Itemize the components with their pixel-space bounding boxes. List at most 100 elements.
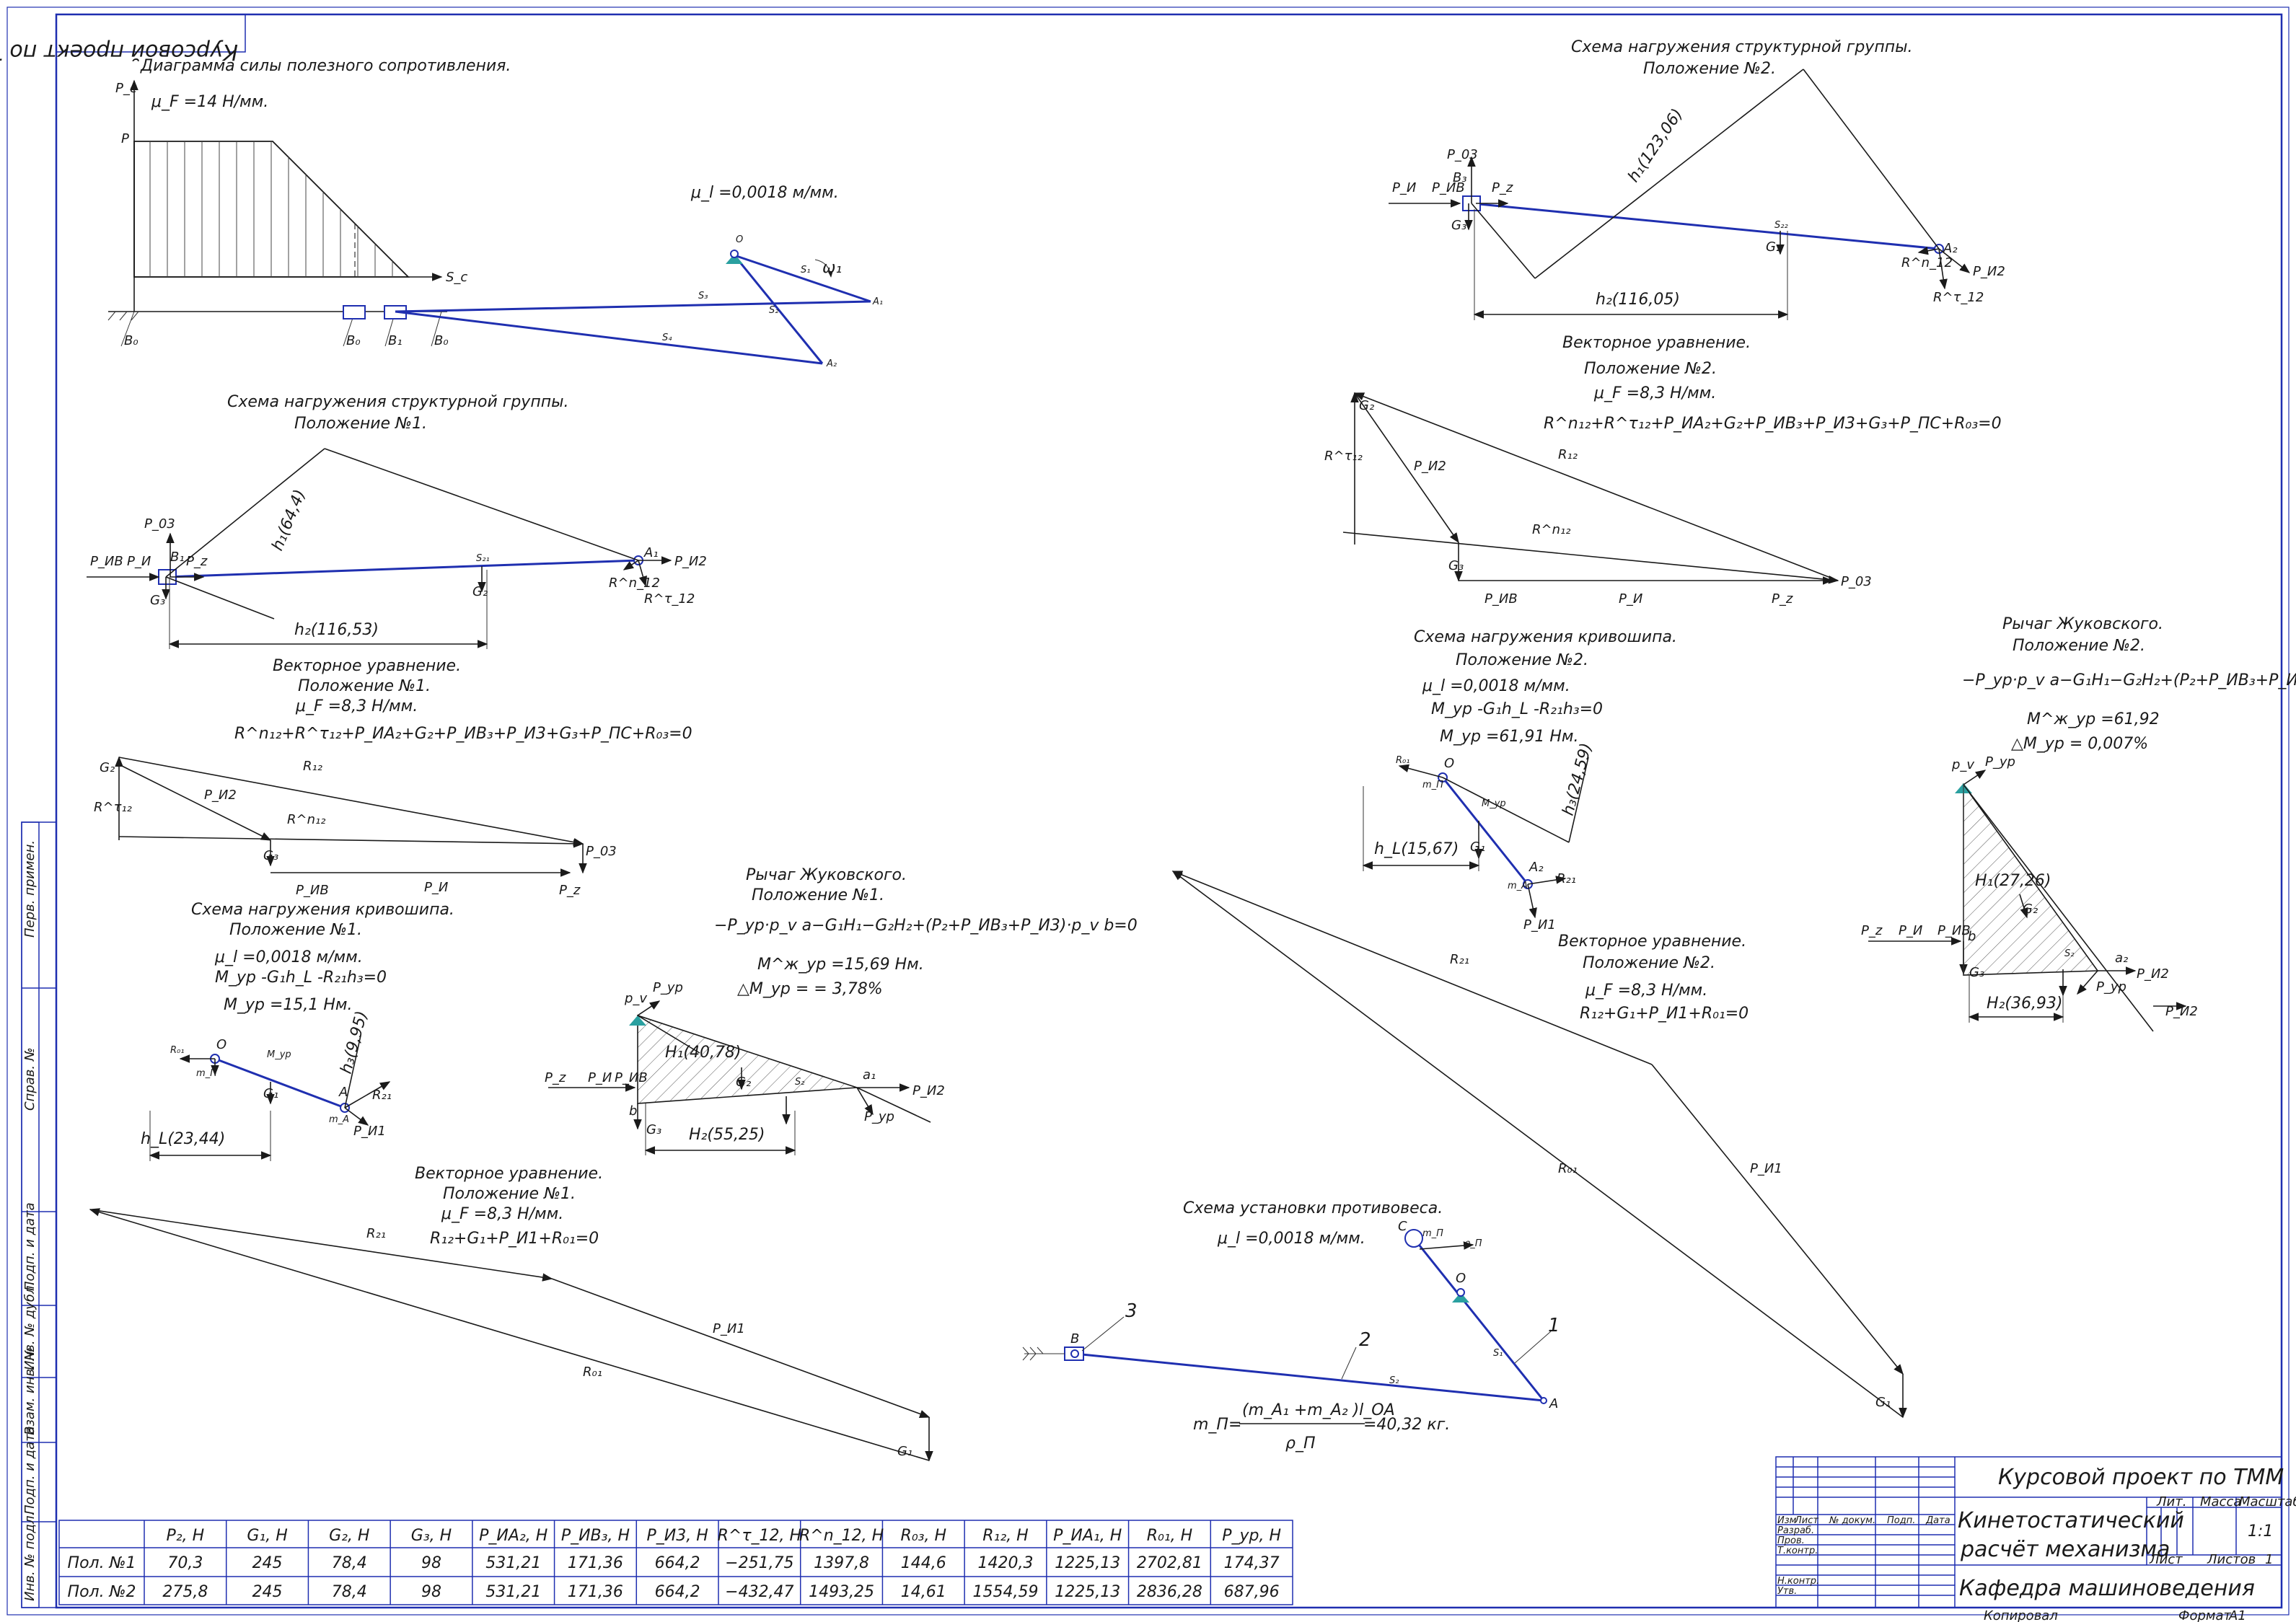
- schema1-title: Схема нагружения структурной группы.: [227, 393, 568, 411]
- vector2-mu: μ_F =8,3 Н/мм.: [1593, 384, 1716, 402]
- lever-2: Рычаг Жуковского. Положение №2. −P_ур·p_…: [1861, 615, 2296, 1032]
- table-cell: 687,96: [1224, 1583, 1280, 1601]
- tb-sheet: Лист: [2149, 1552, 2183, 1567]
- vector2-lbl-r12: R₁₂: [1558, 447, 1578, 462]
- table-cell: 78,4: [332, 1583, 367, 1601]
- counterweight-title: Схема установки противовеса.: [1183, 1199, 1443, 1217]
- lever1-lbl-pi2: P_И2: [912, 1083, 945, 1098]
- vector2b-subtitle: Положение №2.: [1583, 954, 1715, 972]
- top-stamp-text: Курсовой проект по ТММ: [0, 39, 238, 64]
- vector2b-eq: R₁₂+G₁+P_И1+R₀₁=0: [1580, 1005, 1749, 1023]
- table-header-cell: R₀₁, Н: [1147, 1527, 1192, 1545]
- schema2-lbl-pz: P_z: [1492, 180, 1513, 195]
- crank2-lbl-r01: R₀₁: [1396, 755, 1409, 766]
- schema1-lbl-g3: G₃: [150, 593, 165, 608]
- table-cell: 174,37: [1224, 1554, 1280, 1572]
- counterweight-lbl-3: 3: [1125, 1300, 1138, 1322]
- tb-mass: Масса: [2200, 1494, 2241, 1509]
- force-axis-p: P_c: [115, 81, 137, 96]
- vector1b-lbl-r01: R₀₁: [583, 1365, 602, 1380]
- vector2b-lbl-pi1: P_И1: [1750, 1161, 1782, 1176]
- crank1-lbl-g1: G₁: [263, 1086, 278, 1101]
- table-cell: 98: [421, 1554, 441, 1572]
- table-cell: 245: [252, 1583, 283, 1601]
- lever2-lbl-a2: a₂: [2115, 951, 2128, 966]
- tb-lit: Лит.: [2156, 1494, 2186, 1509]
- counterweight-formula-lhs: m_П=: [1193, 1416, 1241, 1434]
- crank1-lbl-o: O: [216, 1037, 226, 1052]
- crank1-hl: h_L(23,44): [141, 1130, 225, 1148]
- table-cell: 531,21: [485, 1554, 541, 1572]
- table-header-cell: G₃, Н: [411, 1527, 452, 1545]
- counterweight-lbl-s1: S₁: [1493, 1348, 1503, 1359]
- lever2-lbl-pur: P_ур: [1985, 754, 2015, 770]
- tb-role-2: Т.контр.: [1777, 1546, 1818, 1556]
- tb-sheets-value: 1: [2265, 1552, 2273, 1567]
- crank-1: Схема нагружения кривошипа. Положение №1…: [141, 901, 454, 1161]
- schema-1: Схема нагружения структурной группы. Пол…: [87, 393, 707, 649]
- table-header-cell: P₂, Н: [167, 1527, 205, 1545]
- crank1-lbl-ma: m_A: [329, 1114, 349, 1125]
- lever-1: Рычаг Жуковского. Положение №1. −P_ур·p_…: [545, 866, 1138, 1155]
- table-header-cell: R₀₃, Н: [901, 1527, 946, 1545]
- lever2-delta: △M_ур = 0,007%: [2011, 735, 2148, 753]
- schema2-lbl-a2: A₂: [1943, 241, 1958, 256]
- vector2b-lbl-g1: G₁: [1875, 1395, 1891, 1410]
- table-cell: 1493,25: [809, 1583, 874, 1601]
- table-cell: −251,75: [725, 1554, 793, 1572]
- crank2-lbl-g1: G₁: [1470, 839, 1485, 855]
- vector1-lbl-pz: P_z: [559, 883, 581, 898]
- vector-2: Векторное уравнение. Положение №2. μ_F =…: [1324, 334, 2002, 607]
- counterweight-lbl-b: B: [1070, 1331, 1079, 1346]
- table-cell: 1554,59: [973, 1583, 1039, 1601]
- counterweight-formula-rhs: =40,32 кг.: [1363, 1416, 1450, 1434]
- schema-2: Схема нагружения структурной группы. Пол…: [1389, 38, 2005, 320]
- lever1-lbl-b: b: [629, 1103, 637, 1119]
- vector2-title: Векторное уравнение.: [1562, 334, 1751, 352]
- lever1-lbl-g2: G₂: [736, 1075, 751, 1090]
- table-row-label: Пол. №1: [68, 1554, 136, 1572]
- crank2-lbl-mp: m_П: [1422, 780, 1443, 790]
- table-cell: 1225,13: [1055, 1554, 1120, 1572]
- tb-name-2: расчёт механизма: [1960, 1537, 2170, 1562]
- tb-role-1: Пров.: [1777, 1535, 1805, 1546]
- schema2-subtitle: Положение №2.: [1643, 60, 1776, 78]
- vector1b-lbl-g1: G₁: [897, 1444, 912, 1459]
- tb-dept: Кафедра машиноведения: [1959, 1576, 2255, 1601]
- lever1-lbl-a1: a₁: [863, 1067, 876, 1083]
- tb-role-0: Разраб.: [1777, 1525, 1814, 1536]
- lever2-lbl-pz: P_z: [1861, 923, 1883, 938]
- side-label-6: Инв. № подл.: [22, 1512, 38, 1601]
- schema1-lbl-piv: P_ИВ: [90, 554, 123, 569]
- sheet-frame: [6, 6, 2290, 1616]
- crank1-lbl-mp: m_П: [196, 1068, 217, 1079]
- vector-1b: Векторное уравнение. Положение №1. μ_F =…: [89, 1165, 933, 1462]
- tb-role-5: Утв.: [1777, 1586, 1797, 1597]
- crank1-eq1: M_ур -G₁h_L -R₂₁h₃=0: [215, 969, 387, 987]
- mech-top-o: O: [736, 234, 743, 245]
- vector2b-lbl-r01: R₀₁: [1558, 1161, 1578, 1176]
- schema1-lbl-pz: P_z: [186, 554, 208, 569]
- tb-project: Курсовой проект по ТММ: [1998, 1465, 2284, 1490]
- schema2-lbl-p03: P_03: [1447, 147, 1478, 162]
- vector2b-mu: μ_F =8,3 Н/мм.: [1585, 982, 1707, 1000]
- crank2-lbl-r21: R₂₁: [1557, 871, 1576, 886]
- vector-2b: Векторное уравнение. Положение №2. μ_F =…: [1171, 870, 1907, 1419]
- vector2-lbl-g2: G₂: [1359, 398, 1374, 413]
- force-p-label: P: [121, 131, 129, 146]
- schema1-lbl-pi: P_И: [127, 554, 151, 569]
- schema1-lbl-rt12: R^τ_12: [644, 591, 695, 607]
- side-strip: Перв. примен. Справ. № Подп. и дата Инв.…: [21, 821, 56, 1608]
- crank2-eq1: M_ур -G₁h_L -R₂₁h₃=0: [1431, 700, 1603, 718]
- table-header-cell: R^τ_12, Н: [718, 1527, 802, 1545]
- counterweight-lbl-2: 2: [1359, 1329, 1371, 1351]
- crank2-eq2: M_ур =61,91 Нм.: [1440, 728, 1579, 746]
- lever2-lbl-s2: S₂: [2064, 948, 2074, 959]
- crank1-mu: μ_l =0,0018 м/мм.: [214, 948, 363, 966]
- crank1-h3: h₃(9,95): [338, 1009, 371, 1075]
- vector1-lbl-piv: P_ИВ: [296, 883, 329, 898]
- table-cell: 14,61: [901, 1583, 946, 1601]
- schema2-lbl-b3: B₃: [1453, 170, 1467, 185]
- mech-top-s2: S₂: [769, 305, 778, 316]
- vector2-eq: R^n₁₂+R^τ₁₂+P_ИА₂+G₂+P_ИВ₃+P_И3+G₃+P_ПС+…: [1544, 415, 2002, 433]
